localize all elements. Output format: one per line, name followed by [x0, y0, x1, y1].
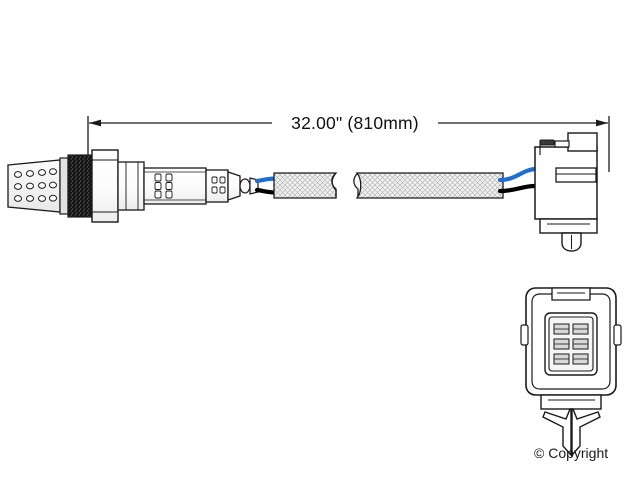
pin-2 [572, 323, 589, 335]
signal-wire-blue-right [497, 166, 538, 183]
vented-body [143, 167, 207, 205]
detail-shell-inner-line [531, 293, 611, 390]
wire-bundle-right [497, 166, 538, 194]
connector-detail-group [520, 287, 622, 457]
dimension-arrow-right [596, 119, 608, 127]
detail-right-wing [613, 324, 622, 346]
ground-wire-black-right [497, 183, 538, 194]
braided-sheath-right [355, 172, 504, 199]
sensor-tip-group [7, 159, 61, 213]
connector-top-latch [567, 132, 598, 152]
pin-6-lower-right [572, 353, 589, 365]
cable-break-symbol [331, 172, 359, 198]
thread-ridges [69, 155, 91, 217]
threaded-section [67, 154, 93, 218]
vent-slot-grid [154, 173, 173, 199]
connector-body [534, 146, 598, 220]
pin-3 [553, 338, 570, 350]
mid-ferrule-group [205, 169, 229, 203]
shield-hole-grid [14, 168, 57, 202]
cable-sheath-segment-1 [273, 172, 338, 199]
detail-left-wing [520, 324, 529, 346]
detail-anchor-legs [542, 408, 601, 457]
copyright-label: © Copyright [534, 445, 608, 461]
strain-relief-boot-group [227, 171, 259, 201]
wire-bundle-left [254, 176, 279, 195]
body-collar [117, 161, 145, 211]
ground-wire-black [254, 187, 279, 195]
inline-connector-group [534, 132, 598, 252]
cable-sheath-segment-2 [355, 172, 504, 199]
dimension-label: 32.00" (810mm) [291, 113, 419, 133]
threaded-section-group [59, 154, 93, 218]
detail-base-block [540, 394, 602, 410]
connector-lower-flange [539, 218, 598, 234]
pin-5-lower-left [553, 353, 570, 365]
strain-relief-boot [227, 171, 241, 201]
boot-bead [239, 178, 251, 194]
dimension-annotation: 32.00" (810mm) [87, 113, 610, 172]
pin-4 [572, 338, 589, 350]
thread-shoulder [59, 157, 69, 215]
vented-body-group [143, 167, 207, 205]
detail-top-tab [551, 287, 591, 301]
connector-inner-slot [555, 167, 597, 183]
signal-wire-blue [254, 176, 279, 184]
hex-nut [91, 149, 119, 223]
braided-sheath-left [273, 172, 338, 199]
pin-1 [553, 323, 570, 335]
mid-ferrule [205, 169, 229, 203]
latch-arm [554, 140, 570, 148]
latch-tip [539, 139, 555, 146]
dimension-arrow-left [89, 119, 101, 127]
detail-pin-grid [553, 323, 589, 365]
body-collar-group [117, 161, 145, 211]
hex-nut-group [91, 149, 119, 223]
